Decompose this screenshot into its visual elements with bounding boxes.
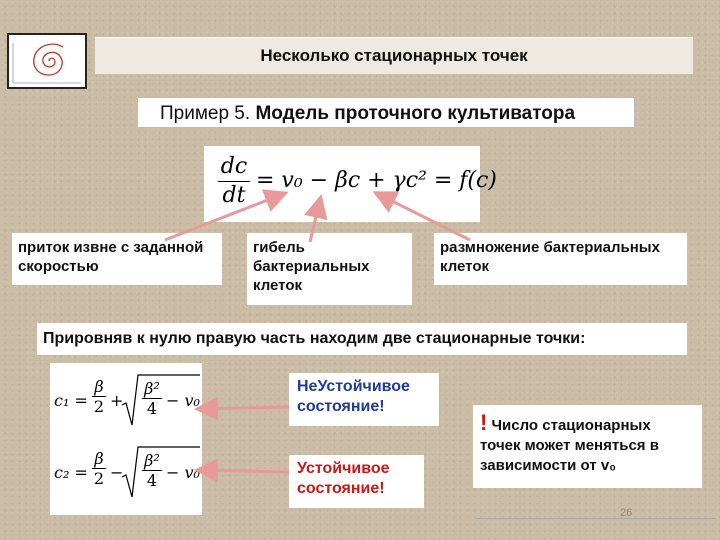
arrow-inflow bbox=[164, 189, 289, 242]
label-inflow: приток извне с заданной скоростью bbox=[12, 233, 222, 285]
c1-sqrt-sign bbox=[121, 374, 200, 426]
example-name: Модель проточного культиватора bbox=[255, 103, 576, 124]
main-equation: dc dt = v₀ − βc + γc² = f(c) bbox=[204, 146, 497, 222]
arrow-death bbox=[304, 194, 328, 243]
c2-lhs: c₂ = bbox=[54, 463, 88, 482]
c1-four: 4 bbox=[146, 399, 158, 418]
roots-formulas: c₁ = β 2 + β² 4 − v₀ c₂ = β 2 − β² bbox=[50, 363, 202, 515]
eq-rhs: = v₀ − βc + γc² = f(c) bbox=[256, 168, 497, 193]
c2-four: 4 bbox=[146, 471, 158, 490]
c2-minus: − bbox=[110, 463, 124, 482]
spiral-logo bbox=[7, 33, 87, 89]
spiral-icon bbox=[12, 43, 81, 84]
zero-statement: Прировняв к нулю правую часть находим дв… bbox=[37, 323, 687, 355]
c1-two: 2 bbox=[93, 397, 105, 416]
example-heading: Пример 5. Модель проточного культиватора bbox=[137, 97, 635, 128]
arrow-unstable bbox=[194, 396, 290, 421]
label-reproduction: размножение бактериальных клеток bbox=[434, 233, 687, 285]
example-prefix: Пример 5. bbox=[160, 103, 251, 124]
c1-plus: + bbox=[110, 391, 124, 410]
arrow-reproduction bbox=[372, 191, 471, 242]
slide-title: Несколько стационарных точек bbox=[95, 37, 693, 74]
exclamation-mark: ! bbox=[480, 410, 488, 435]
c1-lhs: c₁ = bbox=[54, 391, 88, 410]
c1-beta-sq: β² bbox=[144, 379, 160, 398]
c2-beta-sq: β² bbox=[144, 451, 160, 470]
footer-divider bbox=[476, 518, 716, 519]
stable-state-label: Устойчивое состояние! bbox=[289, 455, 424, 508]
c1-v0: − v₀ bbox=[166, 391, 200, 410]
c2-sqrt-sign bbox=[121, 446, 200, 498]
eq-lhs-denominator: dt bbox=[222, 183, 246, 208]
page-number: 26 bbox=[620, 507, 633, 519]
eq-lhs-numerator: dc bbox=[220, 154, 248, 179]
c2-v0: − v₀ bbox=[166, 463, 200, 482]
label-death: гибель бактериальных клеток bbox=[247, 233, 412, 305]
note-box: ! Число стационарных точек может менятьс… bbox=[473, 405, 702, 488]
note-text: Число стационарных точек может меняться … bbox=[480, 417, 659, 474]
c2-beta: β bbox=[94, 449, 104, 468]
unstable-state-label: НеУстойчивое состояние! bbox=[289, 373, 439, 426]
root-c1: c₁ = β 2 + β² 4 − v₀ bbox=[54, 373, 200, 433]
c1-beta: β bbox=[94, 377, 104, 396]
arrow-stable bbox=[194, 458, 290, 483]
c2-two: 2 bbox=[93, 469, 105, 488]
root-c2: c₂ = β 2 − β² 4 − v₀ bbox=[54, 445, 200, 505]
